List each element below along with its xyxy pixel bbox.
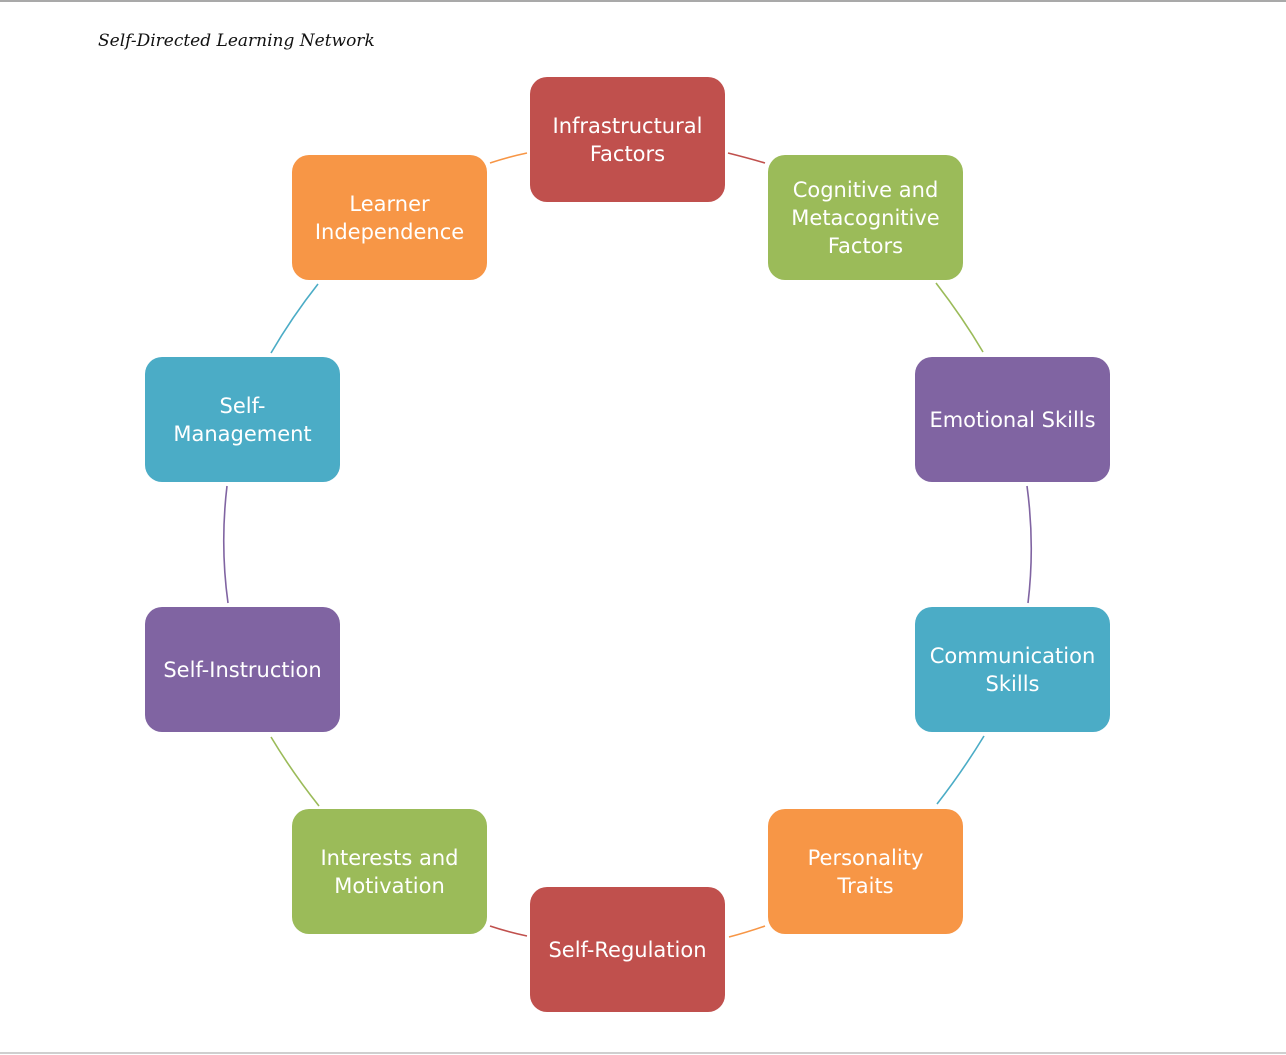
node-learner-independence: Learner Independence xyxy=(292,155,487,280)
top-rule xyxy=(0,0,1286,2)
connector-9-0 xyxy=(489,152,528,164)
bottom-rule xyxy=(0,1052,1286,1054)
node-interests-motivation: Interests and Motivation xyxy=(292,809,487,934)
node-emotional-skills: Emotional Skills xyxy=(915,357,1110,482)
document-title: Self-Directed Learning Network xyxy=(98,31,375,51)
node-communication-skills: Communication Skills xyxy=(915,607,1110,732)
connector-4-5 xyxy=(728,925,766,938)
connector-5-6 xyxy=(489,925,528,937)
connector-6-7 xyxy=(270,736,320,807)
connector-2-3 xyxy=(1026,485,1033,604)
connector-0-1 xyxy=(727,152,766,164)
node-self-instruction: Self-Instruction xyxy=(145,607,340,732)
connector-1-2 xyxy=(935,282,984,353)
node-infrastructural-factors: Infrastructural Factors xyxy=(530,77,725,202)
node-personality-traits: Personality Traits xyxy=(768,809,963,934)
connector-7-8 xyxy=(222,485,229,604)
node-self-management: Self- Management xyxy=(145,357,340,482)
node-cognitive-metacognitive-factors: Cognitive and Metacognitive Factors xyxy=(768,155,963,280)
connector-3-4 xyxy=(936,735,985,805)
node-self-regulation: Self-Regulation xyxy=(530,887,725,1012)
connector-8-9 xyxy=(270,283,319,354)
